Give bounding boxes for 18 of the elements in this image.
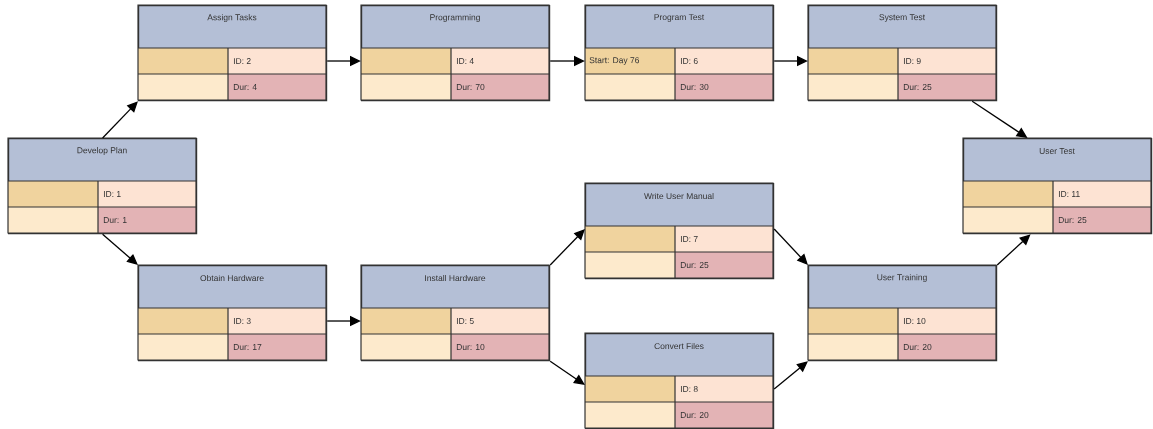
task-box: Install Hardware ID: 5 Dur: 10 bbox=[360, 264, 551, 362]
arrow bbox=[549, 229, 585, 266]
task-box: Program Test Start: Day 76 ID: 6 Dur: 30 bbox=[584, 4, 775, 102]
task-box: Convert Files ID: 8 Dur: 20 bbox=[584, 332, 775, 429]
arrow bbox=[996, 234, 1031, 266]
task-box: Assign Tasks ID: 2 Dur: 4 bbox=[137, 4, 328, 102]
task-box: Develop Plan ID: 1 Dur: 1 bbox=[7, 137, 198, 235]
task-box: System Test ID: 9 Dur: 25 bbox=[807, 4, 998, 102]
arrow bbox=[549, 360, 585, 385]
task-box: User Test ID: 11 Dur: 25 bbox=[962, 137, 1153, 235]
arrow bbox=[101, 101, 138, 139]
arrow bbox=[773, 228, 808, 265]
task-box: Programming ID: 4 Dur: 70 bbox=[360, 4, 551, 102]
arrow bbox=[773, 361, 808, 390]
task-box: User Training ID: 10 Dur: 20 bbox=[807, 264, 998, 362]
task-box: Obtain Hardware ID: 3 Dur: 17 bbox=[137, 264, 328, 362]
arrow bbox=[101, 233, 138, 265]
task-box: Write User Manual ID: 7 Dur: 25 bbox=[584, 182, 775, 280]
